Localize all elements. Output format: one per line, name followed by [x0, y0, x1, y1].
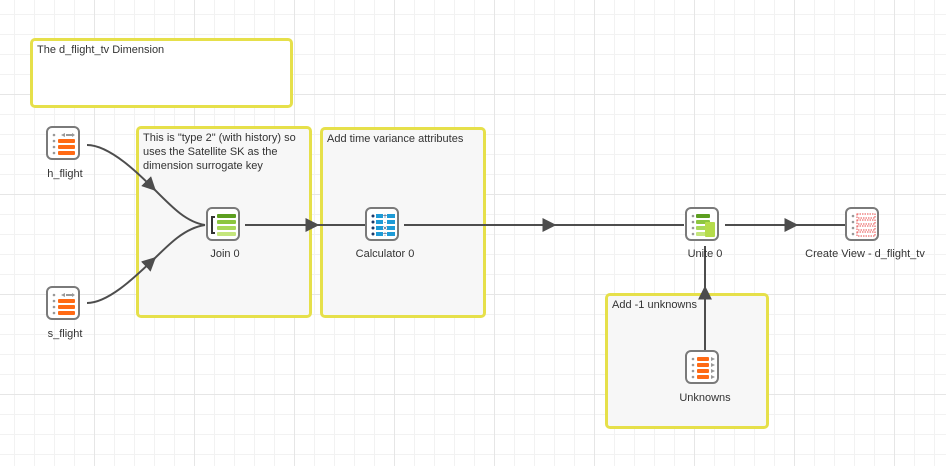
table-source-icon[interactable]	[46, 286, 80, 320]
calculator-icon[interactable]: + - × ÷	[365, 207, 399, 241]
edge-h-flight-join	[86, 144, 156, 191]
note-type2-text: This is "type 2" (with history) so uses …	[143, 132, 296, 172]
note-title-text: The d_flight_tv Dimension	[37, 44, 165, 56]
edge-s-flight-join	[86, 257, 157, 304]
svg-text:×: ×	[382, 225, 387, 232]
edge-s-flight-join-tail	[149, 224, 206, 264]
svg-text:+: +	[382, 213, 387, 220]
table-source-icon[interactable]	[685, 350, 719, 384]
note-title[interactable]: The d_flight_tv Dimension	[30, 38, 293, 108]
note-type2[interactable]: This is "type 2" (with history) so uses …	[136, 126, 312, 318]
note-time-variance-text: Add time variance attributes	[327, 133, 464, 145]
note-unknowns-text: Add -1 unknowns	[612, 299, 697, 311]
join-icon[interactable]	[206, 207, 240, 241]
node-label: Calculator 0	[355, 248, 415, 260]
edge-h-flight-join-tail	[149, 184, 206, 226]
node-label: Unite 0	[687, 248, 723, 260]
node-label: Join 0	[210, 248, 240, 260]
table-source-icon[interactable]	[46, 126, 80, 160]
node-label: Unknowns	[679, 392, 731, 404]
unite-icon[interactable]	[685, 207, 719, 241]
node-label: Create View - d_flight_tv	[805, 248, 925, 260]
node-label: h_flight	[47, 168, 83, 180]
view-icon[interactable]	[845, 207, 879, 241]
note-time-variance[interactable]: Add time variance attributes	[320, 127, 486, 318]
svg-text:-: -	[384, 219, 386, 226]
svg-text:÷: ÷	[382, 231, 387, 238]
node-label: s_flight	[47, 328, 83, 340]
